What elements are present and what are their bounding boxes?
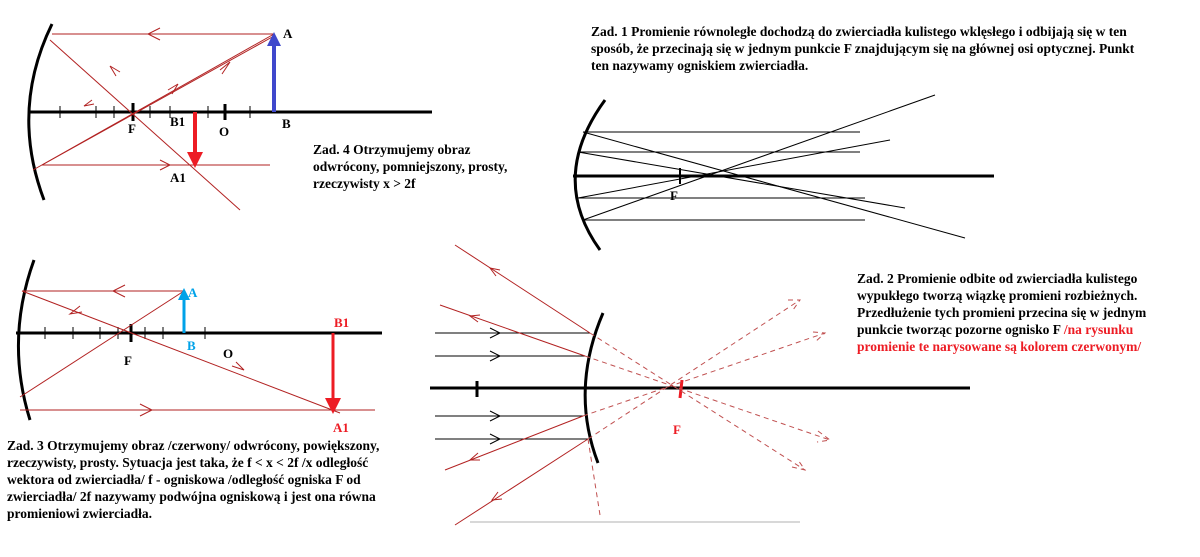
label-B1: B1 xyxy=(334,315,349,330)
caption-zad4-line2: odwrócony, pomniejszony, prosty, xyxy=(313,159,508,174)
caption-zad2-line5: promienie te narysowane są kolorem czerw… xyxy=(857,339,1142,354)
ray-arrowheads xyxy=(68,284,245,417)
label-A1: A1 xyxy=(333,420,349,435)
incoming-parallel-rays xyxy=(578,131,865,221)
axis-ticks xyxy=(59,106,251,118)
caption-zad1-line3: ten nazywamy ogniskiem zwierciadła. xyxy=(591,58,809,73)
label-O: O xyxy=(223,346,233,361)
ray-arrowheads xyxy=(83,27,231,171)
caption-zad3-line5: promieniowi zwierciadła. xyxy=(7,506,152,521)
caption-zad4: Zad. 4 Otrzymujemy obraz odwrócony, pomn… xyxy=(313,141,507,192)
caption-zad3-line2: rzeczywisty, prosty. Sytuacja jest taka,… xyxy=(7,455,369,470)
caption-zad4-line3: rzeczywisty x > 2f xyxy=(313,176,416,191)
object-arrowhead xyxy=(178,288,190,300)
light-rays xyxy=(19,290,375,414)
image-arrowhead xyxy=(325,398,341,414)
caption-zad2-line4-red: /na rysunku xyxy=(1060,322,1134,337)
caption-zad2-line4: punkcie tworząc pozorne ognisko F /na ry… xyxy=(857,321,1146,338)
caption-zad1: Zad. 1 Promienie równoległe dochodzą do … xyxy=(591,23,1134,74)
caption-zad3: Zad. 3 Otrzymujemy obraz /czerwony/ odwr… xyxy=(7,437,379,522)
label-F: F xyxy=(673,422,681,437)
label-A1: A1 xyxy=(170,170,186,185)
caption-zad1-line2: sposób, że przecinają się w jednym punkc… xyxy=(591,41,1135,56)
caption-zad3-line1: Zad. 3 Otrzymujemy obraz /czerwony/ odwr… xyxy=(7,438,380,453)
object-arrowhead xyxy=(267,32,281,46)
axis-ticks xyxy=(44,327,206,339)
label-A: A xyxy=(188,285,198,300)
concave-mirror xyxy=(16,259,36,421)
caption-zad4-line1: Zad. 4 Otrzymujemy obraz xyxy=(313,142,471,157)
virtual-ray-extensions xyxy=(582,299,832,516)
light-rays xyxy=(32,33,275,211)
caption-zad3-line4: zwierciadła/ 2f nazywamy podwójna ognisk… xyxy=(7,489,376,504)
label-F: F xyxy=(670,188,678,203)
caption-zad3-line3: wektora od zwierciadła/ f - ogniskowa /o… xyxy=(7,472,361,487)
label-F: F xyxy=(124,353,132,368)
label-B1: B1 xyxy=(170,114,185,129)
reflected-rays xyxy=(577,94,966,239)
caption-zad2-line4-black: punkcie tworząc pozorne ognisko F xyxy=(857,322,1061,337)
label-B: B xyxy=(282,116,291,131)
caption-zad2-line1: Zad. 2 Promienie odbite od zwierciadła k… xyxy=(857,271,1138,286)
figure-zad2: F xyxy=(430,244,970,526)
label-O: O xyxy=(219,124,229,139)
caption-zad2-line2: wypukłego tworzą wiązkę promieni rozbież… xyxy=(857,288,1138,303)
incoming-parallel-rays xyxy=(435,327,590,445)
reflected-divergent-rays xyxy=(439,244,591,526)
caption-zad1-line1: Zad. 1 Promienie równoległe dochodzą do … xyxy=(591,24,1127,39)
label-B: B xyxy=(187,338,196,353)
figure-zad4: A B F B1 O A1 xyxy=(27,23,432,211)
label-A: A xyxy=(283,26,293,41)
figure-zad1: F xyxy=(573,94,994,251)
figure-zad3: A B F O B1 A1 xyxy=(16,259,382,435)
caption-zad2: Zad. 2 Promienie odbite od zwierciadła k… xyxy=(857,270,1146,355)
label-F: F xyxy=(128,121,136,136)
caption-zad2-line3: Przedłużenie tych promieni przecina się … xyxy=(857,305,1147,320)
image-arrowhead xyxy=(187,152,203,168)
